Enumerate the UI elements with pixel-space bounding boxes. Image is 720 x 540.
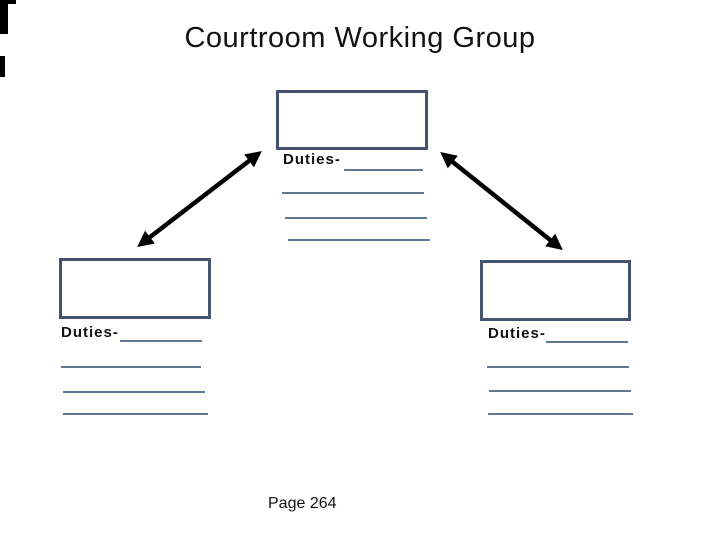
- blank-line: [63, 391, 205, 393]
- page-title: Courtroom Working Group: [184, 22, 536, 54]
- blank-line: [489, 390, 631, 392]
- blank-line: [487, 366, 629, 368]
- blank-line: [120, 340, 202, 342]
- blank-line: [63, 413, 208, 415]
- double-arrow-connector-left-top: [137, 151, 262, 247]
- scan-artifact: [0, 0, 8, 34]
- blank-line: [61, 366, 201, 368]
- blank-line: [546, 341, 628, 343]
- blank-line: [344, 169, 423, 171]
- duties-label-left: Duties-: [61, 324, 119, 341]
- blank-line: [285, 217, 427, 219]
- node-box-right: [480, 260, 631, 321]
- blank-line: [282, 192, 424, 194]
- blank-line: [288, 239, 430, 241]
- scan-artifact: [0, 0, 16, 4]
- node-box-top: [276, 90, 428, 150]
- blank-line: [488, 413, 633, 415]
- node-box-left: [59, 258, 211, 319]
- duties-label-right: Duties-: [488, 325, 546, 342]
- scan-artifact: [0, 56, 5, 77]
- duties-label-top: Duties-: [283, 151, 341, 168]
- page-number-label: Page 264: [268, 495, 337, 512]
- double-arrow-connector-top-right: [440, 151, 563, 251]
